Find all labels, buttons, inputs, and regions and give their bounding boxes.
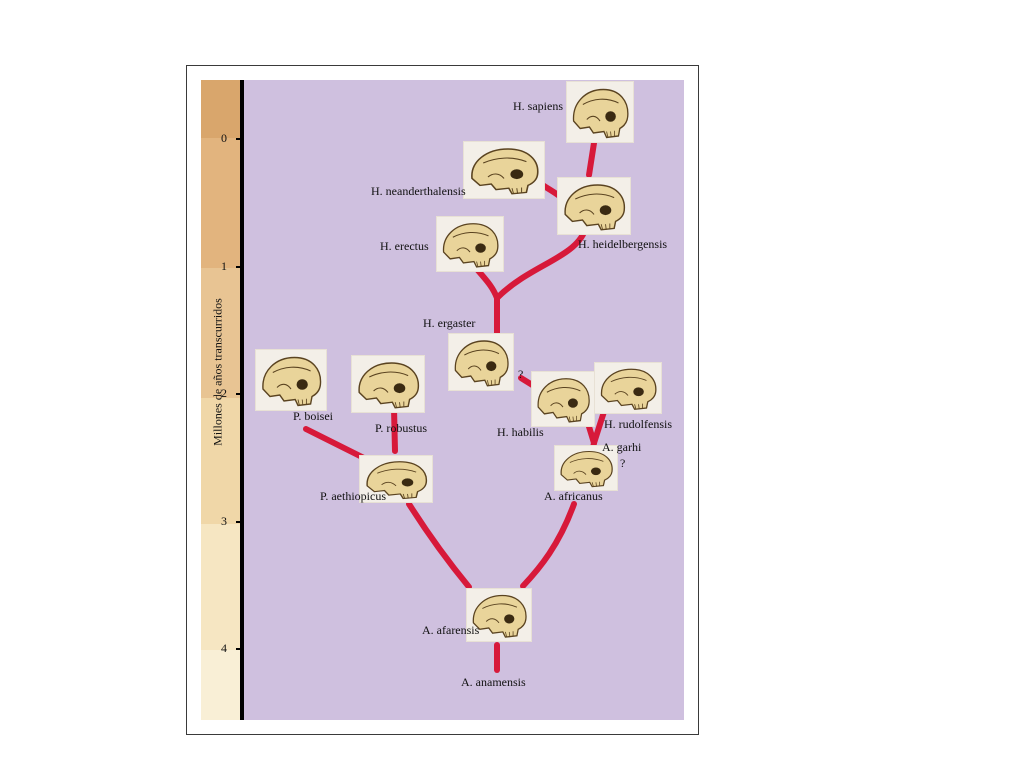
skull-h-habilis <box>532 372 594 426</box>
axis-tick-label: 1 <box>221 258 227 273</box>
skull-icon <box>472 594 527 638</box>
skull-icon <box>600 368 657 410</box>
label-h-sapiens: H. sapiens <box>513 99 563 113</box>
skull-p-aethiopicus <box>360 456 432 502</box>
skull-h-ergaster <box>449 334 513 390</box>
label-question-garhi: ? <box>620 456 626 470</box>
skull-icon <box>537 378 590 423</box>
skull-icon <box>262 356 322 407</box>
skull-h-neanderthalensis <box>464 142 544 198</box>
skull-icon <box>442 223 499 268</box>
label-a-afarensis: A. afarensis <box>422 623 480 637</box>
label-h-rudolfensis: H. rudolfensis <box>604 417 672 431</box>
time-band-segment <box>201 650 240 720</box>
skull-icon <box>366 461 427 500</box>
lineage-link <box>494 227 588 301</box>
lineage-link <box>391 405 398 454</box>
axis-tick-label: 3 <box>221 513 227 528</box>
time-scale-band <box>201 80 240 720</box>
label-p-aethiopicus: P. aethiopicus <box>320 489 386 503</box>
axis-tick <box>236 520 244 523</box>
skull-p-robustus <box>352 356 424 412</box>
axis-tick <box>236 648 244 650</box>
skull-icon <box>358 362 419 409</box>
axis-tick-label: 2 <box>221 386 227 400</box>
label-question-habilis: ? <box>518 367 524 381</box>
axis-tick <box>236 138 244 140</box>
label-h-ergaster: H. ergaster <box>423 316 476 330</box>
label-h-neanderthalensis: H. neanderthalensis <box>371 184 466 198</box>
skull-h-heidelbergensis <box>558 178 630 234</box>
time-band-segment <box>201 268 240 398</box>
label-h-erectus: H. erectus <box>380 239 429 253</box>
label-p-boisei: P. boisei <box>293 409 334 423</box>
skull-icon <box>471 148 539 195</box>
skull-h-sapiens <box>567 82 633 142</box>
label-a-garhi: A. garhi <box>602 440 642 454</box>
axis-tick-label: 4 <box>221 641 227 655</box>
time-axis-line <box>240 80 244 720</box>
skull-a-afarensis <box>467 589 531 641</box>
time-band-segment <box>201 524 240 650</box>
time-band-segment <box>201 138 240 268</box>
axis-tick <box>236 265 244 268</box>
lineage-link <box>586 140 597 178</box>
skull-icon <box>572 88 629 139</box>
axis-tick-label: 0 <box>221 131 227 145</box>
label-a-anamensis: A. anamensis <box>461 675 526 689</box>
skull-a-africanus <box>555 446 617 490</box>
lineage-link <box>473 265 500 301</box>
label-h-heidelbergensis: H. heidelbergensis <box>578 237 668 251</box>
skull-icon <box>560 450 613 488</box>
lineage-link <box>303 426 367 461</box>
skull-h-rudolfensis <box>595 363 661 413</box>
time-band-segment <box>201 80 240 138</box>
skull-h-erectus <box>437 217 503 271</box>
label-h-habilis: H. habilis <box>497 425 544 439</box>
skull-icon <box>454 340 509 387</box>
lineage-link <box>520 501 577 589</box>
lineage-link <box>406 501 472 590</box>
axis-tick <box>236 393 244 395</box>
skull-p-boisei <box>256 350 326 410</box>
time-band-segment <box>201 398 240 524</box>
label-p-robustus: P. robustus <box>375 421 428 435</box>
label-a-africanus: A. africanus <box>544 489 603 503</box>
skull-icon <box>564 184 625 231</box>
